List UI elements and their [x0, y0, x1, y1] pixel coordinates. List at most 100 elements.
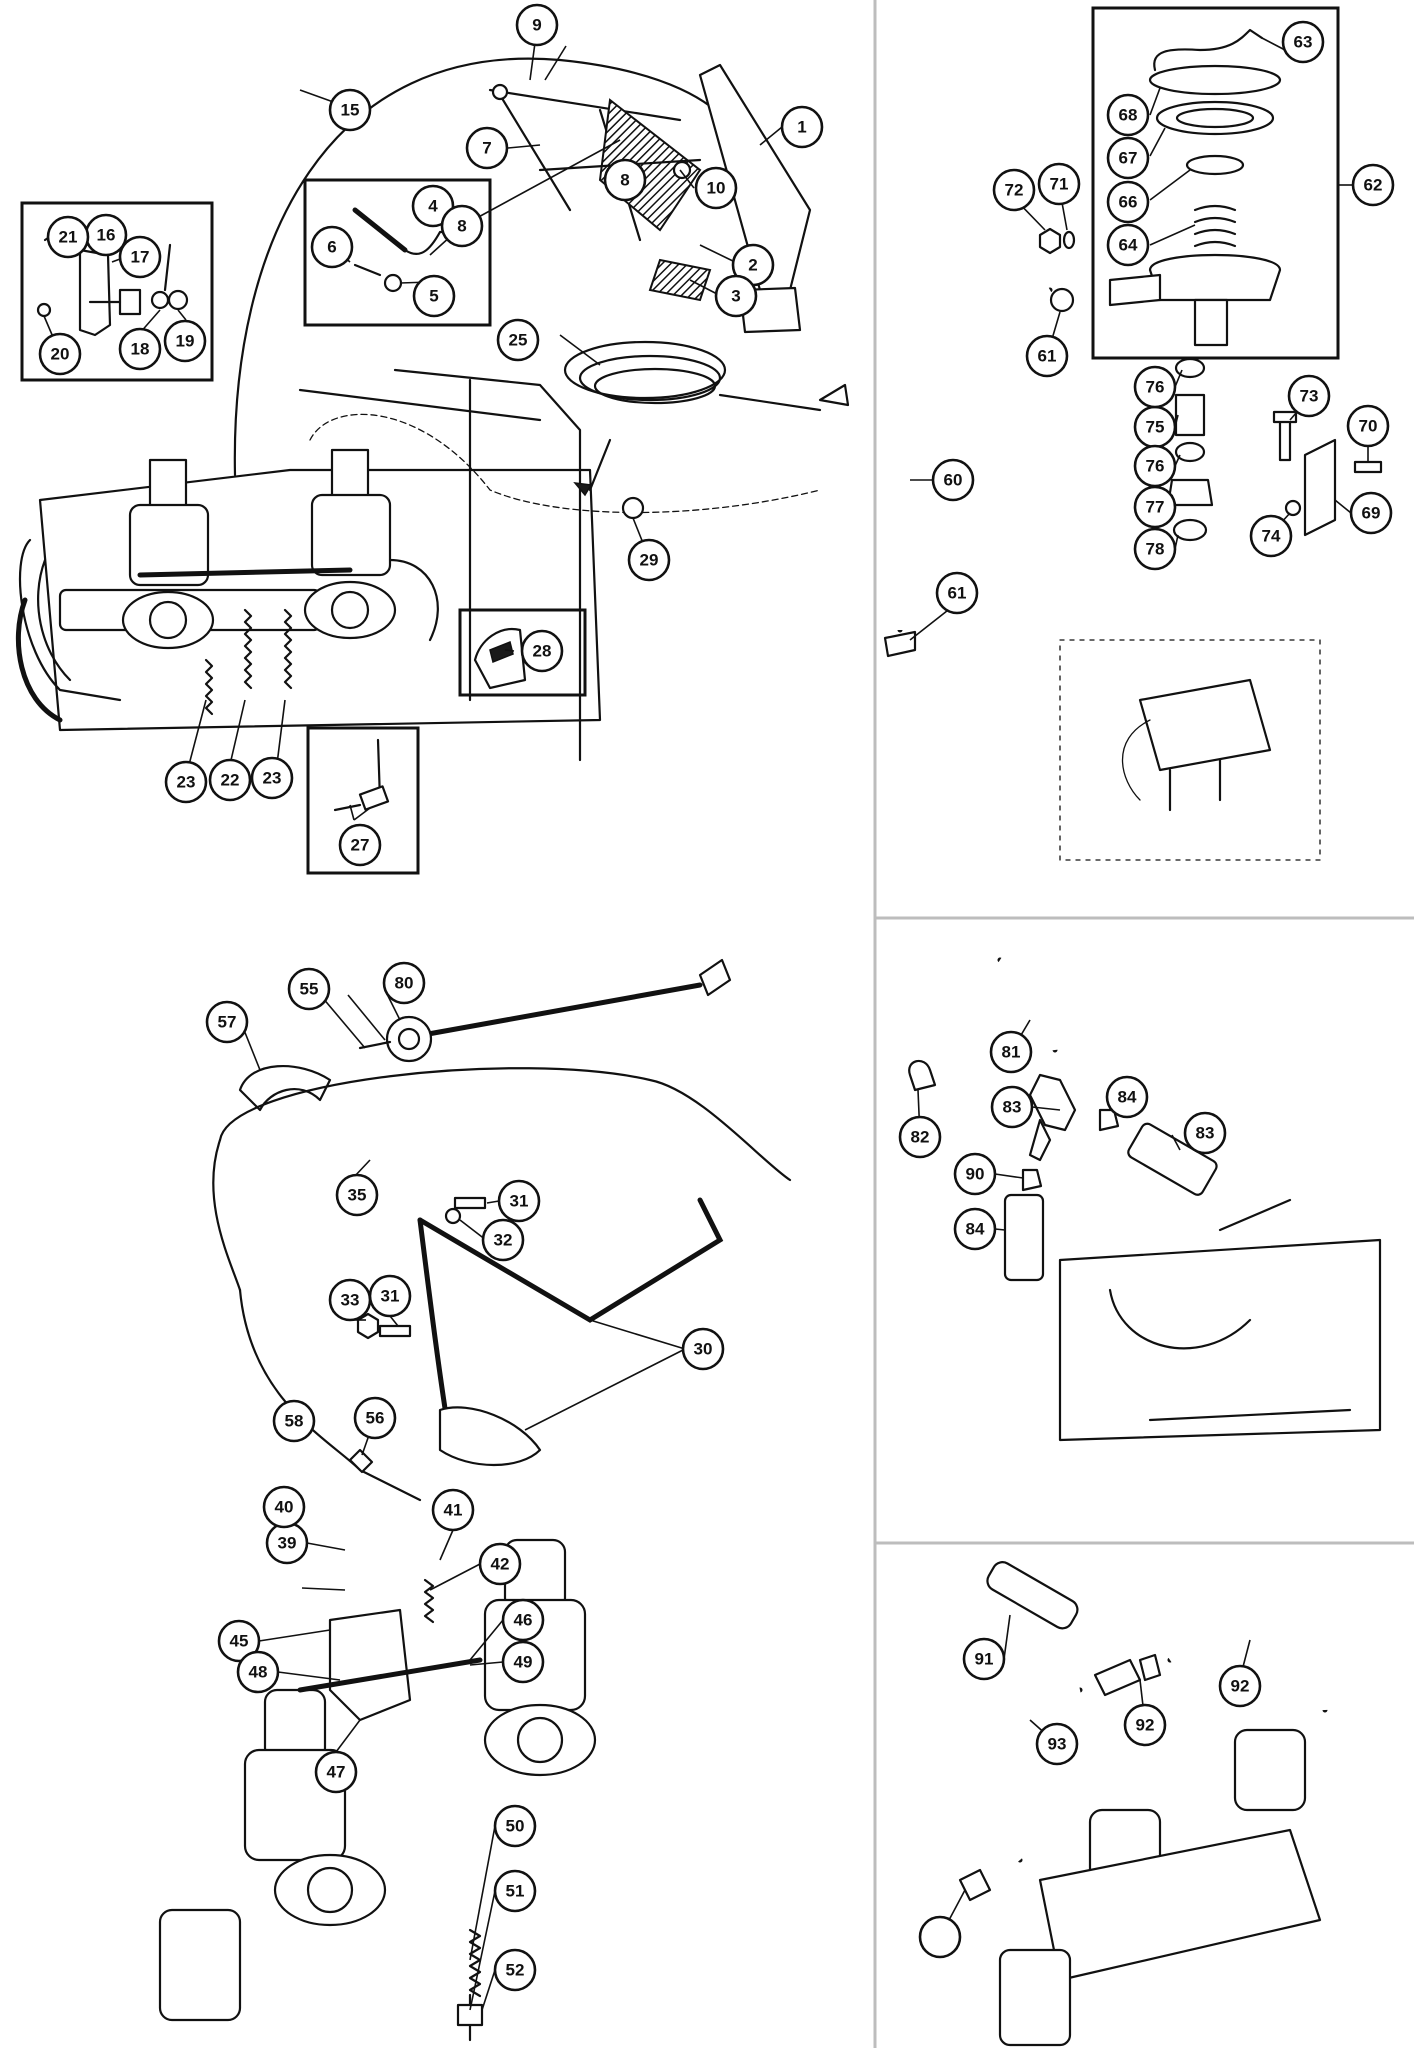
callout-label: 69: [1349, 491, 1393, 535]
callout-label: 1: [780, 105, 824, 149]
svg-text:68: 68: [1119, 106, 1138, 125]
svg-text:31: 31: [381, 1287, 400, 1306]
svg-text:70: 70: [1359, 417, 1378, 436]
callout-label: 61: [935, 571, 979, 615]
svg-text:40: 40: [275, 1498, 294, 1517]
callout-label: 17: [118, 235, 162, 279]
svg-text:57: 57: [218, 1013, 237, 1032]
svg-text:83: 83: [1003, 1098, 1022, 1117]
choke-linkage-illustration: [158, 958, 792, 2042]
svg-text:75: 75: [1146, 418, 1165, 437]
svg-text:78: 78: [1146, 540, 1165, 559]
callout-label: 92: [1123, 1703, 1167, 1747]
callout-label: 31: [497, 1179, 541, 1223]
svg-text:41: 41: [444, 1501, 463, 1520]
svg-text:35: 35: [348, 1186, 367, 1205]
callout-label: 76: [1133, 365, 1177, 409]
svg-text:60: 60: [944, 471, 963, 490]
callout-label: 27: [338, 823, 382, 867]
svg-text:23: 23: [263, 769, 282, 788]
callout-label: 16: [84, 213, 128, 257]
svg-text:22: 22: [221, 771, 240, 790]
svg-text:66: 66: [1119, 193, 1138, 212]
callout-label: 84: [1105, 1075, 1149, 1119]
callout-label: 60: [931, 458, 975, 502]
svg-text:27: 27: [351, 836, 370, 855]
svg-text:52: 52: [506, 1961, 525, 1980]
air-cleaner-illustration: [883, 6, 1383, 861]
callout-label: 77: [1133, 485, 1177, 529]
svg-text:67: 67: [1119, 149, 1138, 168]
svg-text:10: 10: [707, 179, 726, 198]
svg-text:4: 4: [428, 197, 438, 216]
svg-text:8: 8: [620, 171, 629, 190]
callout-label: 39: [265, 1521, 309, 1565]
svg-text:9: 9: [532, 16, 541, 35]
svg-text:21: 21: [59, 228, 78, 247]
svg-text:16: 16: [97, 226, 116, 245]
callout-label: 15: [328, 88, 372, 132]
svg-text:83: 83: [1196, 1124, 1215, 1143]
callout-label: 46: [501, 1598, 545, 1642]
callout-label: 8: [603, 158, 647, 202]
callout-label: 35: [335, 1173, 379, 1217]
svg-text:17: 17: [131, 248, 150, 267]
svg-text:81: 81: [1002, 1043, 1021, 1062]
callout-label: 50: [493, 1804, 537, 1848]
vent-hose-illustration: [958, 1561, 1336, 2047]
svg-text:92: 92: [1136, 1716, 1155, 1735]
callout-label: 28: [520, 629, 564, 673]
callout-label: 42: [478, 1542, 522, 1586]
svg-text:48: 48: [249, 1663, 268, 1682]
callout-label: 68: [1106, 93, 1150, 137]
panel-dividers: [873, 0, 1414, 2048]
callout-badges: 1 2 3 4 5 6 7 8 8 9 10 15 16 17 18 19 20…: [38, 3, 1395, 1992]
callout-label: 64: [1106, 223, 1150, 267]
callout-label: 74: [1249, 514, 1293, 558]
callout-label: 47: [314, 1750, 358, 1794]
svg-text:93: 93: [1048, 1735, 1067, 1754]
callout-label: 72: [992, 168, 1036, 212]
svg-text:19: 19: [176, 332, 195, 351]
svg-text:61: 61: [948, 584, 967, 603]
svg-text:84: 84: [966, 1220, 985, 1239]
svg-text:18: 18: [131, 340, 150, 359]
svg-text:46: 46: [514, 1611, 533, 1630]
fuel-pipe-illustration: [908, 951, 1382, 1442]
callout-label: 93: [1035, 1722, 1079, 1766]
svg-text:29: 29: [640, 551, 659, 570]
callout-label: 32: [481, 1218, 525, 1262]
svg-text:55: 55: [300, 980, 319, 999]
callout-label: 80: [382, 961, 426, 1005]
callout-label: 18: [118, 327, 162, 371]
svg-text:76: 76: [1146, 457, 1165, 476]
svg-text:7: 7: [482, 139, 491, 158]
svg-text:5: 5: [429, 287, 438, 306]
callout-label: 23: [164, 760, 208, 804]
svg-text:74: 74: [1262, 527, 1281, 546]
callout-label: 76: [1133, 444, 1177, 488]
svg-text:72: 72: [1005, 181, 1024, 200]
callout-label: 41: [431, 1488, 475, 1532]
callout-label: 5: [412, 274, 456, 318]
callout-label: 56: [353, 1396, 397, 1440]
callout-label: [918, 1915, 962, 1959]
svg-text:28: 28: [533, 642, 552, 661]
svg-text:63: 63: [1294, 33, 1313, 52]
svg-text:91: 91: [975, 1650, 994, 1669]
svg-text:80: 80: [395, 974, 414, 993]
svg-text:3: 3: [731, 287, 740, 306]
callout-label: 49: [501, 1640, 545, 1684]
callout-label: 48: [236, 1650, 280, 1694]
callout-label: 84: [953, 1207, 997, 1251]
callout-label: 21: [46, 215, 90, 259]
callout-label: 40: [262, 1485, 306, 1529]
svg-text:51: 51: [506, 1882, 525, 1901]
callout-label: 31: [368, 1274, 412, 1318]
svg-text:20: 20: [51, 345, 70, 364]
callout-label: 90: [953, 1152, 997, 1196]
callout-label: 52: [493, 1948, 537, 1992]
callout-label: 75: [1133, 405, 1177, 449]
svg-text:64: 64: [1119, 236, 1138, 255]
callout-label: 20: [38, 332, 82, 376]
